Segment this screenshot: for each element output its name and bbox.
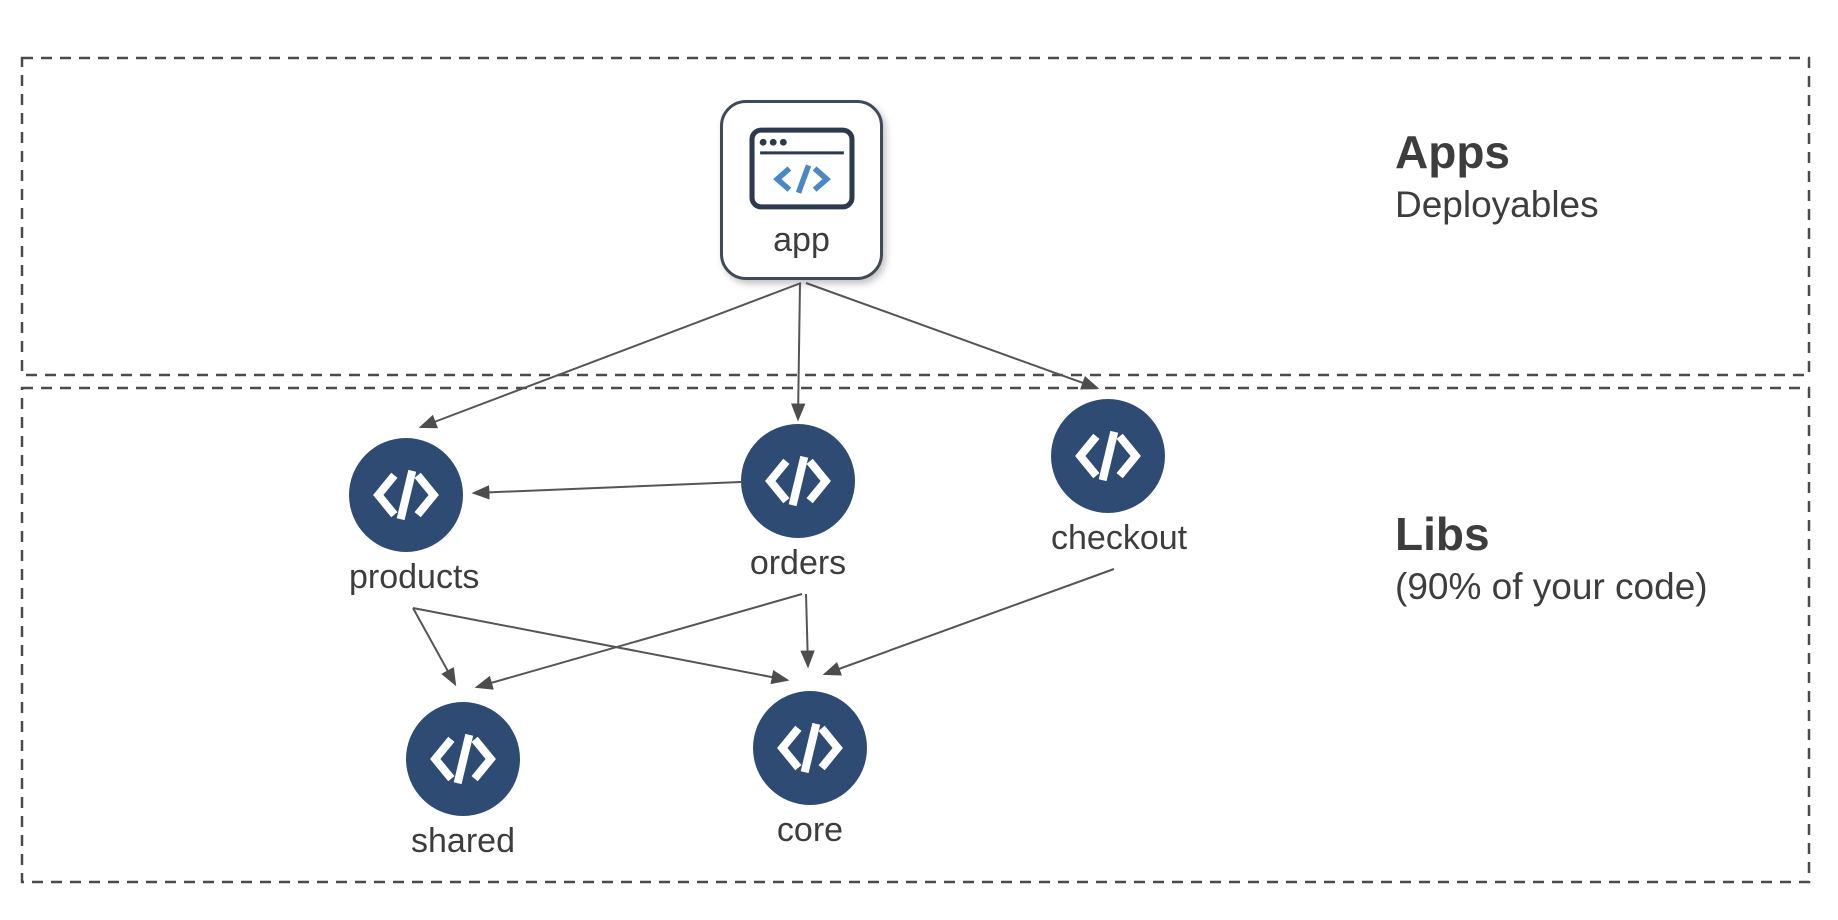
node-checkout-label: checkout — [1051, 519, 1188, 557]
code-icon — [741, 424, 855, 538]
node-orders: orders — [741, 424, 855, 580]
node-app: app — [720, 100, 883, 280]
code-icon — [349, 438, 463, 552]
code-icon — [1051, 399, 1165, 513]
edge-orders-core — [800, 593, 815, 669]
node-core-label: core — [776, 811, 844, 849]
node-shared-label: shared — [411, 822, 515, 860]
apps-section-label: Apps Deployables — [1395, 126, 1599, 227]
edge-products-shared — [412, 607, 457, 687]
node-shared: shared — [406, 702, 520, 858]
edge-app-checkout — [805, 282, 1100, 390]
edge-products-core — [412, 607, 790, 685]
apps-section-box — [20, 56, 1811, 377]
node-products: products — [349, 438, 480, 596]
libs-section-title: Libs — [1395, 508, 1490, 560]
node-checkout: checkout — [1051, 399, 1188, 557]
libs-section-subtitle: (90% of your code) — [1395, 565, 1708, 607]
browser-window-code-icon — [749, 127, 855, 215]
node-core: core — [753, 691, 867, 847]
apps-section-subtitle: Deployables — [1395, 183, 1599, 225]
libs-section-label: Libs (90% of your code) — [1395, 508, 1708, 609]
edge-orders-shared — [474, 593, 803, 690]
apps-section-title: Apps — [1395, 126, 1510, 178]
edge-app-products — [418, 282, 802, 429]
code-icon — [406, 702, 520, 816]
node-orders-label: orders — [749, 544, 847, 582]
node-app-label: app — [773, 221, 830, 259]
edge-orders-products — [471, 481, 742, 500]
libs-section-box — [20, 386, 1811, 884]
edge-app-orders — [791, 282, 806, 422]
edge-checkout-core — [822, 568, 1115, 676]
code-icon — [753, 691, 867, 805]
node-products-label: products — [349, 558, 480, 596]
